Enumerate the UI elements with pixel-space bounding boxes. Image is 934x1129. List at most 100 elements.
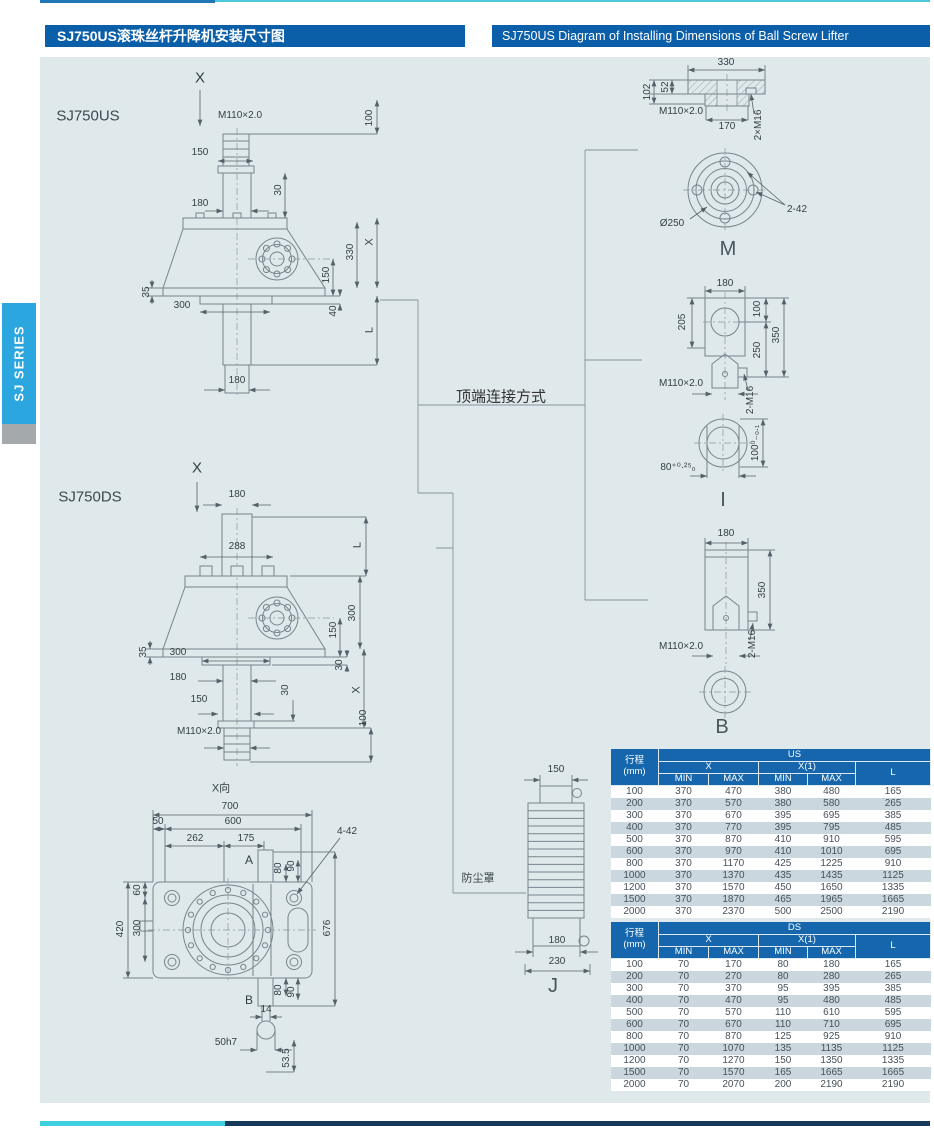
table-cell: 1200: [623, 882, 646, 893]
table-cell: 2000: [623, 906, 646, 917]
dim-label: 180: [548, 935, 566, 946]
bottom-accent-line-left: [40, 1121, 225, 1126]
table-cell: 2500: [820, 906, 843, 917]
table-cell: 70: [677, 959, 690, 970]
table-cell: 80: [777, 971, 789, 982]
table-header-group: DS: [657, 921, 932, 935]
table-cell: 710: [823, 1019, 840, 1030]
table-cell: 595: [884, 1007, 902, 1018]
table-cell: 370: [675, 870, 692, 881]
dim-label: 50: [152, 816, 164, 827]
table-cell: 1350: [820, 1055, 843, 1066]
table-cell: 500: [626, 834, 643, 845]
table-header-stroke: 行程(mm): [610, 921, 659, 959]
dim-label: X: [363, 238, 376, 246]
table-cell: 595: [884, 834, 902, 845]
dim-label: 35: [141, 286, 152, 298]
dim-label: 676: [322, 919, 333, 937]
table-cell: 265: [884, 798, 902, 809]
dim-label: 288: [228, 541, 246, 552]
dim-label: 30: [280, 684, 291, 696]
table-cell: 1135: [820, 1043, 843, 1054]
page-title-en-text: SJ750US Diagram of Installing Dimensions…: [502, 29, 849, 43]
dim-label: 53.5: [281, 1048, 292, 1068]
table-cell: 125: [774, 1031, 792, 1042]
dim-label: 50h7: [214, 1037, 238, 1048]
dim-label: X: [350, 686, 363, 694]
table-cell: 1435: [820, 870, 843, 881]
table-cell: 970: [725, 846, 742, 857]
dim-label: 35: [138, 646, 149, 658]
table-header-min: MIN: [758, 773, 808, 786]
table-cell: 800: [626, 858, 643, 869]
dim-label: 350: [771, 326, 782, 344]
page-title-en: SJ750US Diagram of Installing Dimensions…: [492, 25, 930, 47]
table-cell: 1500: [623, 1067, 646, 1078]
table-cell: 1125: [882, 870, 904, 881]
table-cell: 2070: [722, 1079, 745, 1090]
dim-label: 420: [115, 920, 126, 938]
table-cell: 1000: [623, 870, 646, 881]
table-cell: 1965: [820, 894, 843, 905]
table-cell: 70: [677, 1019, 690, 1030]
table-cell: 70: [677, 1031, 690, 1042]
dim-label: 14: [260, 1004, 272, 1015]
table-cell: 110: [775, 1007, 791, 1018]
table-cell: 1650: [820, 882, 843, 893]
table-header-min: MIN: [758, 946, 808, 959]
table-cell: 870: [725, 834, 742, 845]
sidebar-tab-sj-series[interactable]: SJ SERIES: [2, 303, 36, 424]
dim-label: 30: [334, 659, 345, 671]
table-cell: 485: [884, 995, 902, 1006]
table-header-x: X: [658, 761, 759, 774]
dim-label: 350: [757, 581, 768, 599]
dim-label: 330: [717, 57, 735, 68]
table-cell: 870: [725, 1031, 742, 1042]
table-cell: 2370: [722, 906, 745, 917]
table-cell: 800: [626, 1031, 643, 1042]
table-cell: 600: [626, 1019, 643, 1030]
table-cell: 1335: [881, 882, 905, 893]
table-cell: 485: [884, 822, 902, 833]
table-cell: 570: [725, 798, 742, 809]
table-cell: 180: [823, 959, 840, 970]
table-header-max: MAX: [807, 946, 856, 959]
top-connection-label: 顶端连接方式: [455, 388, 547, 406]
dim-label: 150: [321, 266, 332, 284]
table-cell: 385: [884, 810, 902, 821]
sj750ds-view: [146, 482, 374, 766]
table-cell: 70: [677, 971, 690, 982]
table-cell: 100: [626, 786, 643, 797]
table-cell: 280: [823, 971, 840, 982]
dim-label: 700: [221, 801, 239, 812]
table-cell: 1570: [722, 882, 745, 893]
table-cell: 165: [884, 959, 902, 970]
table-cell: 370: [675, 786, 692, 797]
table-cell: 385: [884, 983, 902, 994]
table-cell: 470: [725, 995, 742, 1006]
x-view: [123, 810, 341, 1073]
m-connection-view: [649, 65, 786, 232]
dim-label: 80⁺⁰·²⁵₀: [660, 462, 696, 473]
table-cell: 370: [675, 882, 692, 893]
table-header-max: MAX: [708, 773, 759, 786]
dim-label: 102: [642, 83, 653, 101]
table-header-l: L: [854, 934, 932, 959]
j-bellows-view: [515, 775, 598, 975]
table-cell: 165: [884, 786, 902, 797]
table-cell: 70: [677, 1043, 690, 1054]
table-cell: 80: [777, 959, 789, 970]
table-cell: 395: [823, 983, 840, 994]
table-cell: 2000: [623, 1079, 646, 1090]
dim-label: 180: [191, 198, 209, 209]
dim-label: X: [194, 69, 206, 87]
